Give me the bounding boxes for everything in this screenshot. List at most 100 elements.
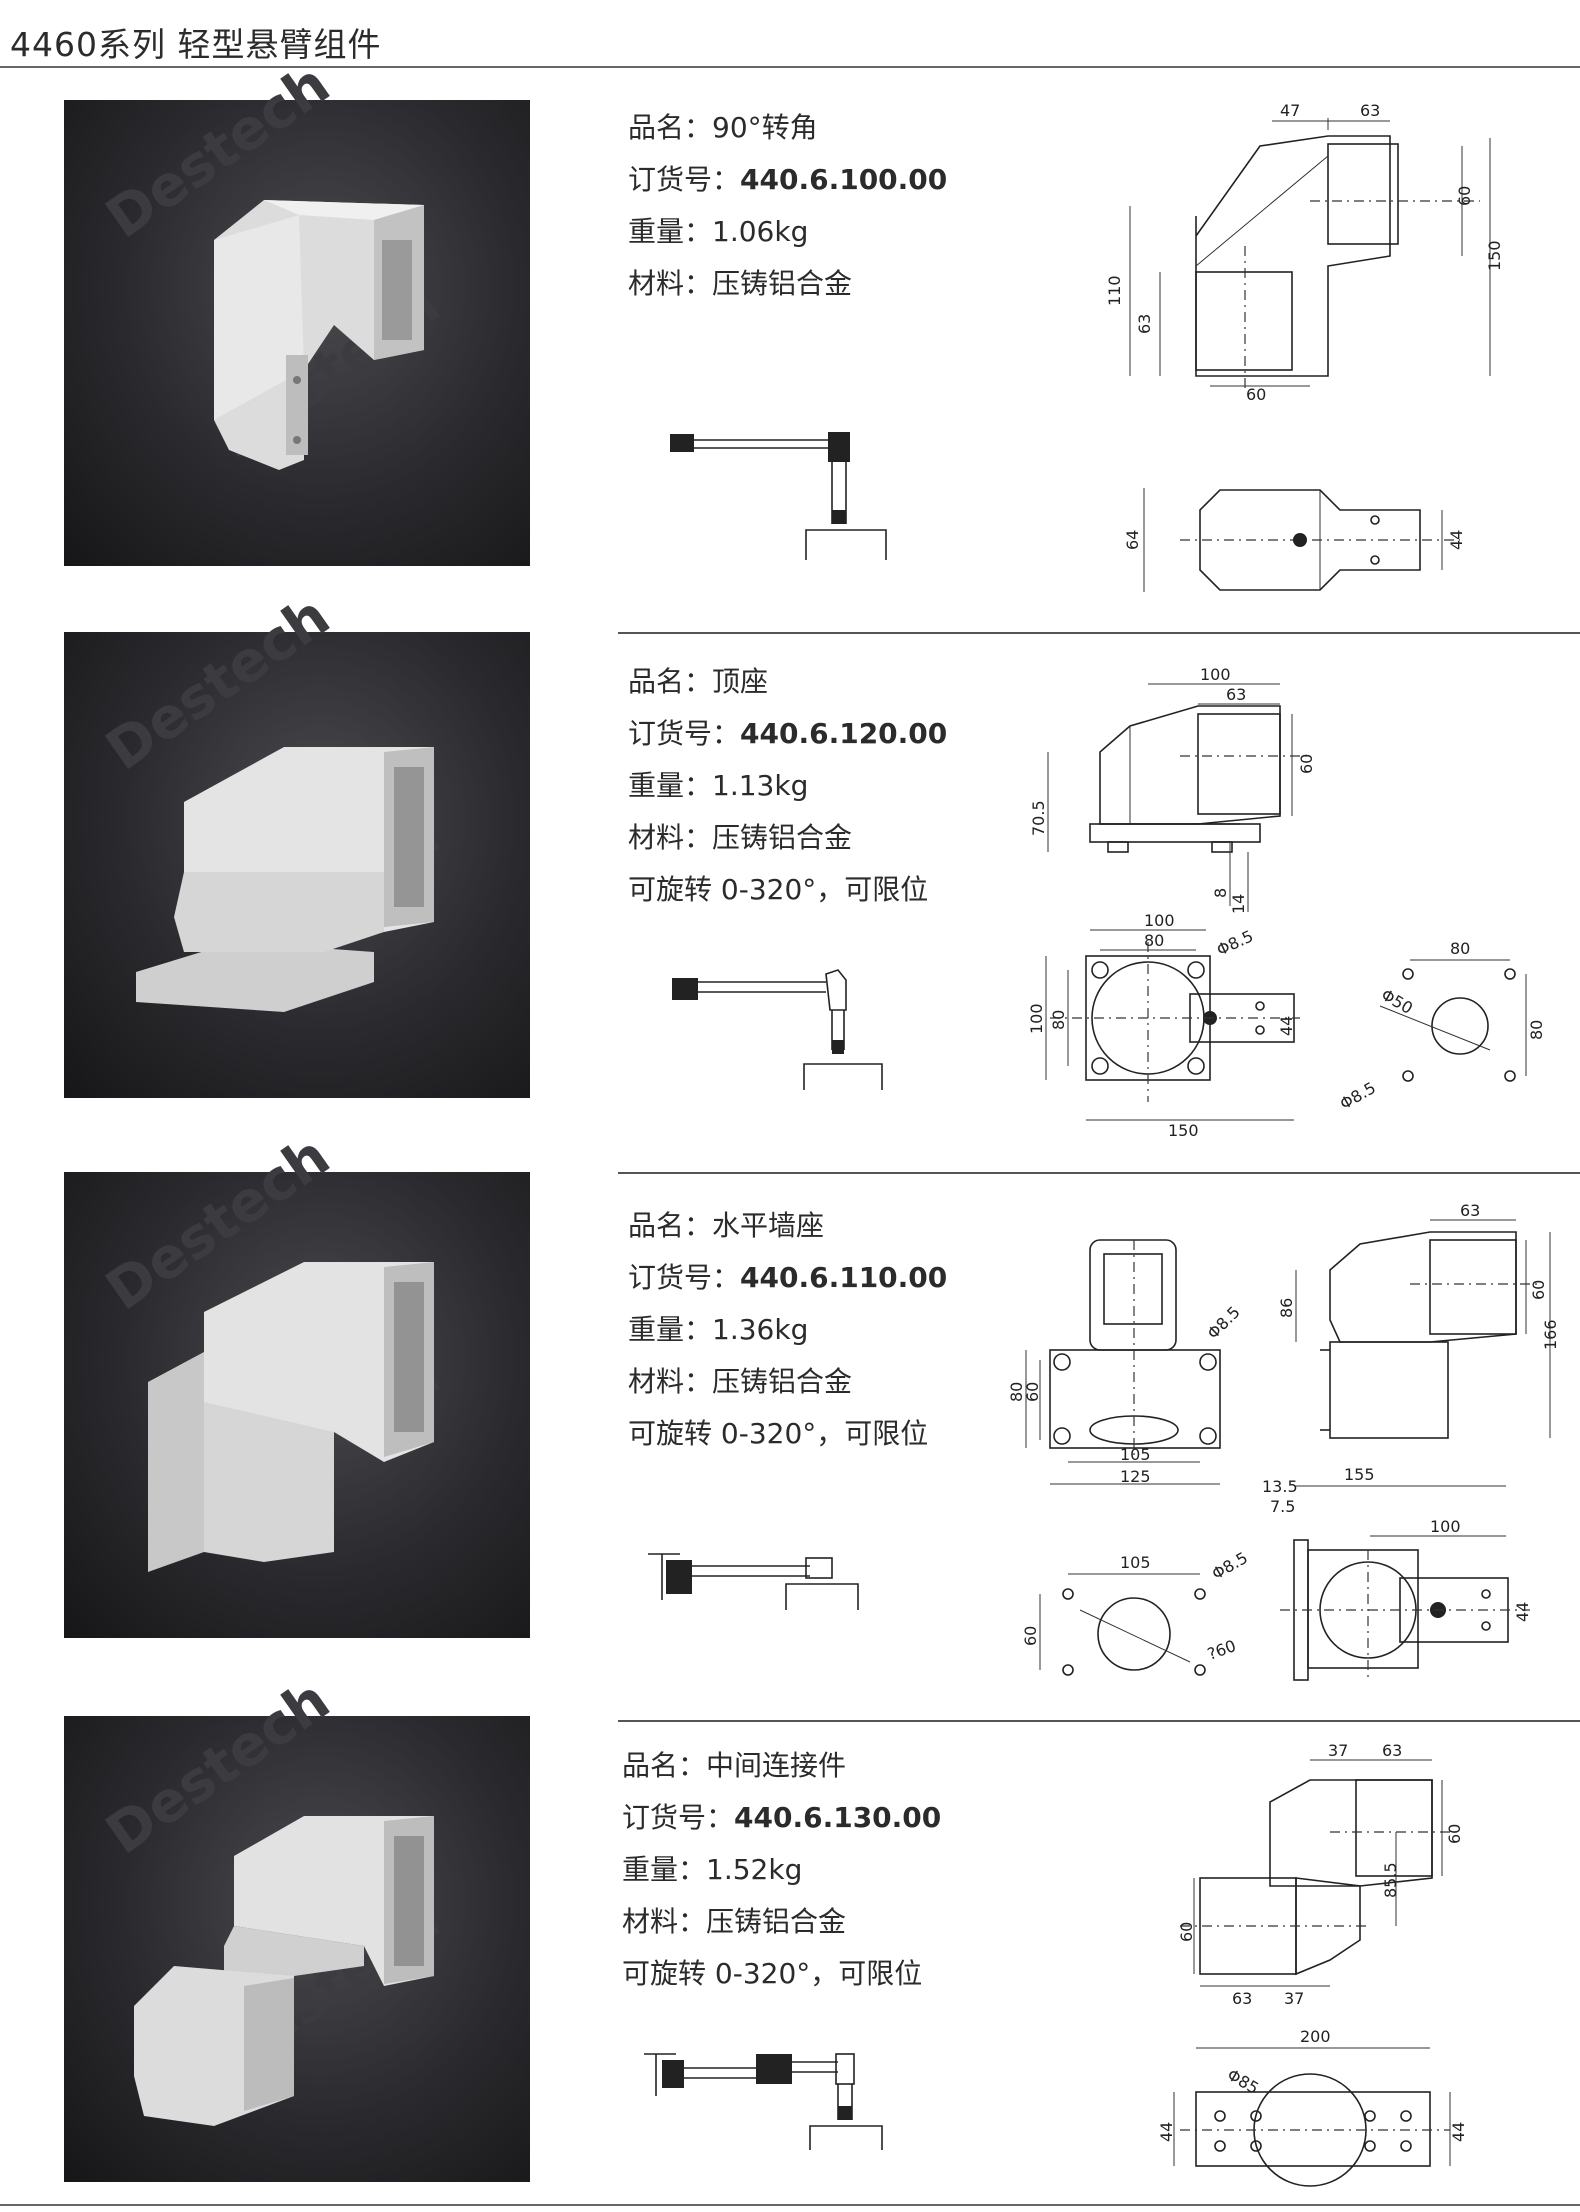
svg-text:100: 100 — [1027, 1003, 1046, 1034]
svg-text:80: 80 — [1450, 939, 1470, 958]
spec-material-row: 材料：压铸铝合金 — [628, 821, 853, 854]
svg-text:Φ8.5: Φ8.5 — [1337, 1078, 1379, 1113]
rotation-note: 可旋转 0-320°，可限位 — [628, 1417, 929, 1450]
product-weight: 1.52kg — [706, 1853, 803, 1886]
svg-text:100: 100 — [1200, 665, 1231, 684]
drawing-hole-pattern-3: 105 Φ8.5 60 ?60 — [1021, 1548, 1251, 1676]
svg-text:47: 47 — [1280, 101, 1300, 120]
spec-material-row: 材料：压铸铝合金 — [628, 1365, 853, 1398]
product-photo-2: Destech Destech — [64, 584, 530, 1098]
spec-weight-row: 重量：1.13kg — [628, 769, 809, 802]
product-photo-4: Destech Destech — [64, 1668, 530, 2182]
svg-text:Φ85: Φ85 — [1224, 2065, 1262, 2098]
svg-text:100: 100 — [1144, 911, 1175, 930]
spec-name-row: 品名：中间连接件 — [622, 1749, 847, 1782]
arm-thumbnail-1 — [670, 432, 887, 560]
product-material: 压铸铝合金 — [706, 1905, 847, 1938]
drawing-top-view-2: 100 80 Φ8.5 100 80 44 150 — [1027, 911, 1300, 1140]
arm-thumbnail-2 — [672, 969, 883, 1090]
product-specs-3: 品名：水平墙座 订货号：440.6.110.00 重量：1.36kg 材料：压铸… — [628, 1200, 947, 1460]
drawing-hole-pattern-2: 80 Φ50 80 Φ8.5 — [1337, 939, 1547, 1113]
product-photo-1: Destech Destech — [64, 52, 530, 566]
spec-material-row: 材料：压铸铝合金 — [628, 267, 853, 300]
svg-text:80: 80 — [1007, 1382, 1026, 1402]
svg-text:150: 150 — [1485, 240, 1504, 271]
product-weight: 1.36kg — [712, 1313, 809, 1346]
svg-text:60: 60 — [1177, 1922, 1196, 1942]
svg-text:60: 60 — [1297, 754, 1316, 774]
product-name: 90°转角 — [712, 111, 818, 144]
drawing-top-view-4: 200 Φ85 44 44 — [1157, 2027, 1468, 2187]
spec-order-row: 订货号：440.6.130.00 — [622, 1801, 942, 1834]
svg-text:110: 110 — [1105, 275, 1124, 306]
svg-text:63: 63 — [1135, 314, 1154, 334]
svg-text:Φ8.5: Φ8.5 — [1209, 1548, 1251, 1583]
spec-order-row: 订货号：440.6.110.00 — [628, 1261, 948, 1294]
svg-text:44: 44 — [1277, 1016, 1296, 1036]
svg-text:64: 64 — [1123, 530, 1142, 550]
spec-name-row: 品名：90°转角 — [628, 111, 818, 144]
product-photo-3: Destech Destech — [64, 1124, 530, 1638]
svg-text:166: 166 — [1541, 1319, 1560, 1350]
spec-order-row: 订货号：440.6.120.00 — [628, 717, 948, 750]
spec-name-row: 品名：水平墙座 — [628, 1209, 825, 1242]
spec-rotation-row: 可旋转 0-320°，可限位 — [628, 1408, 947, 1460]
rotation-note: 可旋转 0-320°，可限位 — [628, 873, 929, 906]
svg-text:7.5: 7.5 — [1270, 1497, 1295, 1516]
svg-text:60: 60 — [1021, 1626, 1040, 1646]
svg-text:200: 200 — [1300, 2027, 1331, 2046]
arm-thumbnail-3 — [648, 1553, 859, 1610]
svg-text:44: 44 — [1157, 2122, 1176, 2142]
svg-text:44: 44 — [1449, 2122, 1468, 2142]
svg-text:60: 60 — [1023, 1382, 1042, 1402]
drawing-side-view-1: 47 63 60 150 110 63 60 — [1105, 101, 1504, 404]
svg-text:86: 86 — [1277, 1298, 1296, 1318]
product-weight: 1.06kg — [712, 215, 809, 248]
product-name: 中间连接件 — [706, 1749, 847, 1782]
svg-text:70.5: 70.5 — [1029, 800, 1048, 836]
page-header: 4460系列 轻型悬臂组件 — [0, 0, 1580, 68]
arm-thumbnail-4 — [644, 2053, 883, 2150]
svg-text:Φ8.5: Φ8.5 — [1203, 1302, 1243, 1342]
product-name: 顶座 — [712, 665, 769, 698]
rotation-note: 可旋转 0-320°，可限位 — [622, 1957, 923, 1990]
svg-text:14: 14 — [1229, 894, 1248, 914]
svg-text:Φ8.5: Φ8.5 — [1214, 926, 1257, 959]
spec-name-row: 品名：顶座 — [628, 665, 769, 698]
order-number: 440.6.100.00 — [740, 163, 948, 196]
svg-text:80: 80 — [1144, 931, 1164, 950]
svg-text:?60: ?60 — [1205, 1636, 1239, 1664]
svg-text:60: 60 — [1529, 1280, 1548, 1300]
svg-text:80: 80 — [1527, 1020, 1546, 1040]
svg-text:125: 125 — [1120, 1467, 1151, 1486]
svg-text:100: 100 — [1430, 1517, 1461, 1536]
drawing-front-view-3: Φ8.5 80 60 105 125 — [1007, 1239, 1244, 1486]
product-material: 压铸铝合金 — [712, 1365, 853, 1398]
order-number: 440.6.120.00 — [740, 717, 948, 750]
drawing-side-view-4: 37 63 60 60 85.5 63 37 — [1177, 1741, 1464, 2008]
product-specs-2: 品名：顶座 订货号：440.6.120.00 重量：1.13kg 材料：压铸铝合… — [628, 656, 947, 916]
footer-rule — [0, 2204, 1580, 2206]
svg-text:8: 8 — [1211, 888, 1230, 898]
spec-weight-row: 重量：1.06kg — [628, 215, 809, 248]
product-specs-4: 品名：中间连接件 订货号：440.6.130.00 重量：1.52kg 材料：压… — [622, 1740, 941, 2000]
spec-rotation-row: 可旋转 0-320°，可限位 — [622, 1948, 941, 2000]
drawing-top-view-1: 64 44 — [1123, 488, 1466, 592]
product-name: 水平墙座 — [712, 1209, 825, 1242]
svg-text:80: 80 — [1049, 1010, 1068, 1030]
product-specs-1: 品名：90°转角 订货号：440.6.100.00 重量：1.06kg 材料：压… — [628, 102, 947, 310]
svg-text:60: 60 — [1246, 385, 1266, 404]
svg-text:63: 63 — [1382, 1741, 1402, 1760]
svg-text:150: 150 — [1168, 1121, 1199, 1140]
svg-text:60: 60 — [1445, 1824, 1464, 1844]
svg-text:37: 37 — [1328, 1741, 1348, 1760]
product-material: 压铸铝合金 — [712, 821, 853, 854]
svg-text:44: 44 — [1447, 530, 1466, 550]
spec-weight-row: 重量：1.36kg — [628, 1313, 809, 1346]
svg-text:63: 63 — [1460, 1201, 1480, 1220]
order-number: 440.6.110.00 — [740, 1261, 948, 1294]
section-divider — [618, 632, 1580, 634]
page-title: 4460系列 轻型悬臂组件 — [10, 25, 382, 64]
drawing-top-view-3: 13.5 155 7.5 100 44 — [1262, 1465, 1532, 1681]
drawing-side-view-3: 63 60 166 86 — [1277, 1201, 1560, 1439]
